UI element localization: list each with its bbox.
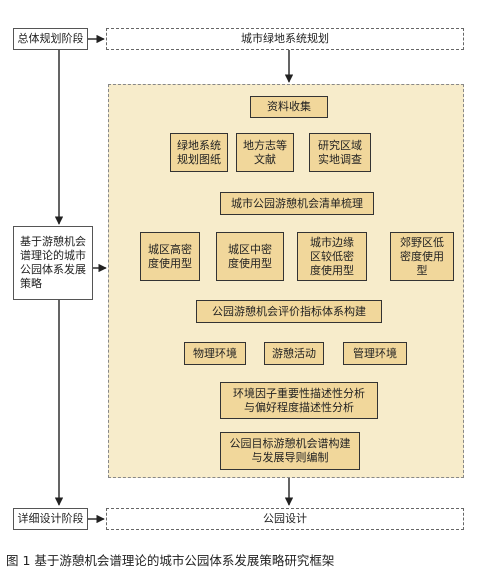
- stage-overall-box: 总体规划阶段: [13, 28, 88, 50]
- analysis-node: 环境因子重要性描述性分析 与偏好程度描述性分析: [220, 382, 378, 419]
- source-node-field-survey: 研究区域 实地调查: [309, 133, 371, 172]
- zone-node-urban-high: 城区高密 度使用型: [140, 232, 200, 281]
- inventory-node: 城市公园游憩机会清单梳理: [220, 192, 374, 215]
- strategy-box: 基于游憩机会 谱理论的城市 公园体系发展 策略: [13, 226, 93, 300]
- zone-node-suburban-low: 郊野区低 密度使用 型: [390, 232, 454, 281]
- park-design-box: 公园设计: [106, 508, 464, 530]
- park-design-label: 公园设计: [263, 512, 307, 525]
- index-system-node: 公园游憩机会评价指标体系构建: [196, 300, 382, 323]
- green-space-plan-label: 城市绿地系统规划: [241, 32, 329, 45]
- zone-node-urban-fringe: 城市边缘 区较低密 度使用型: [297, 232, 367, 281]
- factor-node-physical: 物理环境: [184, 342, 246, 365]
- factor-node-management: 管理环境: [343, 342, 407, 365]
- factor-node-activity: 游憩活动: [264, 342, 324, 365]
- stage-detailed-label: 详细设计阶段: [17, 512, 84, 525]
- source-node-local-records: 地方志等 文献: [236, 133, 294, 172]
- green-space-plan-box: 城市绿地系统规划: [106, 28, 464, 50]
- data-collection-node: 资料收集: [250, 96, 328, 118]
- stage-overall-label: 总体规划阶段: [17, 32, 84, 45]
- source-node-plan-maps: 绿地系统 规划图纸: [170, 133, 228, 172]
- zone-node-urban-medium: 城区中密 度使用型: [216, 232, 284, 281]
- stage-detailed-box: 详细设计阶段: [13, 508, 88, 530]
- strategy-label: 基于游憩机会 谱理论的城市 公园体系发展 策略: [20, 235, 86, 290]
- figure-caption: 图 1 基于游憩机会谱理论的城市公园体系发展策略研究框架: [6, 553, 335, 568]
- final-node: 公园目标游憩机会谱构建 与发展导则编制: [220, 432, 360, 470]
